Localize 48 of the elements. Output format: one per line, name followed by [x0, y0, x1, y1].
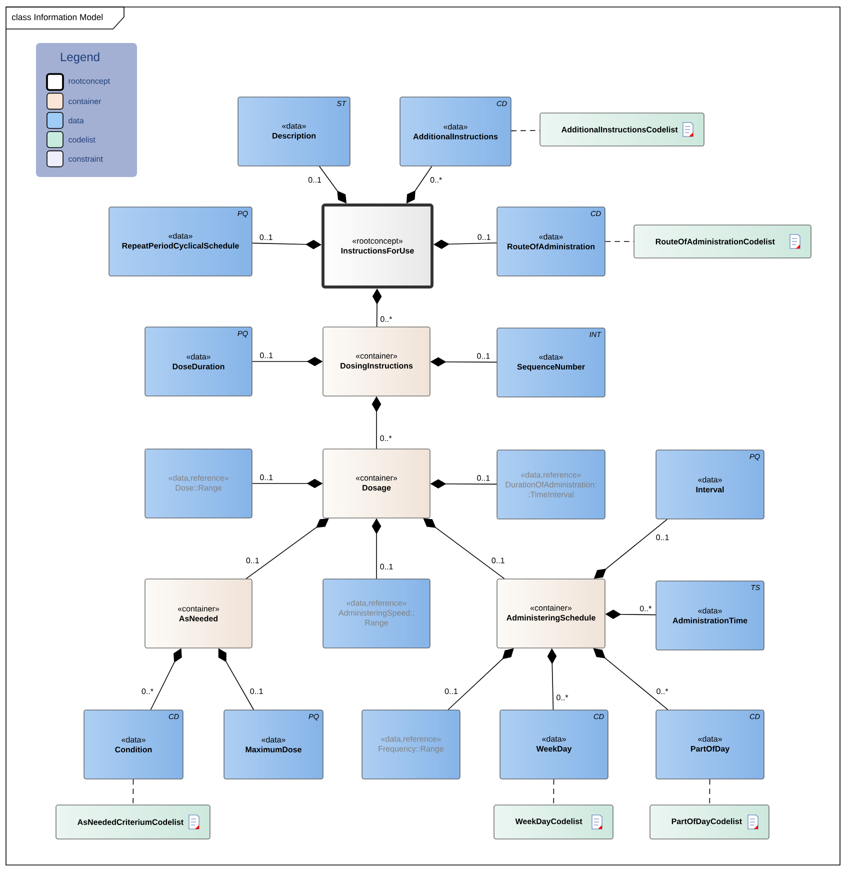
legend-label: constraint [68, 156, 103, 162]
multiplicity-label: 0..1 [476, 232, 492, 242]
reference-class-box: «data,reference» AdministeringSpeed:: Range [322, 578, 430, 648]
reference-class-box: «data,reference» DurationOfAdministration: :TimeInterval [496, 450, 606, 520]
multiplicity-label: 0..* [140, 687, 155, 696]
frame-tab: class Information Model [6, 6, 124, 30]
connector-line [132, 778, 134, 806]
composition-line [448, 648, 514, 710]
reference-class-box: «data,reference» Dose::Range [144, 448, 252, 518]
multiplicity-label: 0..1 [475, 474, 492, 482]
multiplicity-label: 0..1 [378, 562, 395, 571]
multiplicity-label: 0..* [554, 693, 570, 702]
multiplicity-label: 0..1 [443, 687, 460, 696]
codelist-box: RouteOfAdministrationCodelist [634, 224, 812, 258]
codelist-box: WeekDayCodelist [494, 804, 614, 840]
multiplicity-label: 0..1 [654, 533, 671, 542]
multiplicity-label: 0..1 [248, 687, 265, 696]
container-class-box: «container» DosingInstructions [322, 326, 430, 396]
reference-class-box: «data,reference» Frequency::Range [362, 710, 460, 780]
multiplicity-label: 0..* [428, 176, 444, 184]
codelist-box: PartOfDayCodelist [650, 804, 770, 840]
multiplicity-label: 0..* [378, 434, 394, 442]
multiplicity-label: 0..1 [306, 176, 323, 184]
multiplicity-label: 0..* [378, 314, 394, 324]
container-class-box: «container» AdministeringSchedule [496, 578, 606, 648]
multiplicity-label: 0..1 [490, 556, 506, 565]
composition-line [593, 648, 668, 710]
connector-line [709, 778, 710, 806]
multiplicity-label: 0..1 [475, 352, 492, 360]
legend-label: container [68, 98, 102, 104]
container-class-box: «container» AsNeeded [144, 578, 252, 648]
legend-label: codelist [68, 136, 96, 143]
codelist-box: AsNeededCriteriumCodelist [56, 804, 210, 840]
composition-line [246, 518, 329, 580]
multiplicity-label: 0..1 [258, 473, 274, 482]
legend-label: rootconcept [68, 78, 110, 86]
legend-label: data [68, 117, 84, 124]
composition-line [423, 518, 505, 580]
multiplicity-label: 0..1 [244, 556, 261, 565]
multiplicity-label: 0..* [654, 687, 670, 696]
container-class-box: «container» Dosage [322, 448, 430, 518]
multiplicity-label: 0..1 [258, 233, 274, 242]
legend-title: Legend [60, 52, 100, 64]
connector-line [553, 778, 554, 806]
multiplicity-label: 0..* [638, 604, 653, 613]
codelist-box: AdditionalInstructionsCodelist [540, 112, 704, 146]
root-class-box: «rootconcept» InstructionsForUse [322, 204, 434, 288]
multiplicity-label: 0..1 [258, 351, 274, 360]
